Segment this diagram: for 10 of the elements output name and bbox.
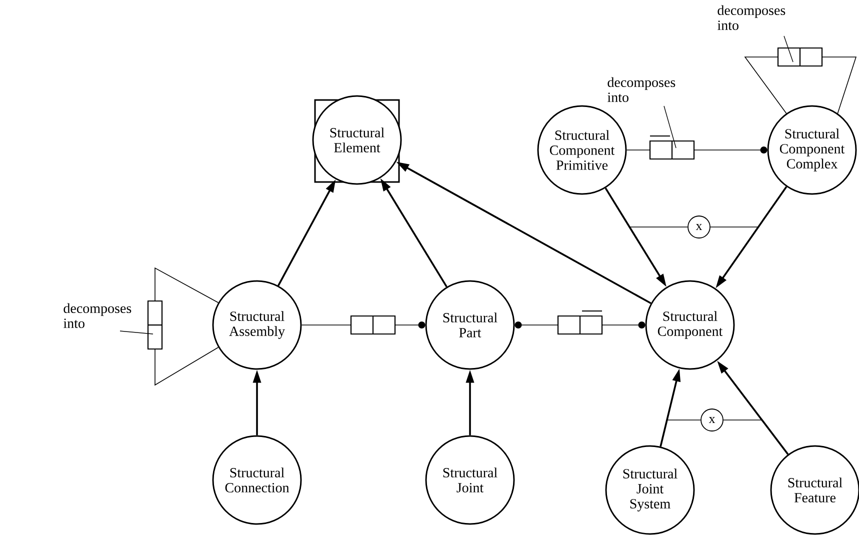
edge-label: decomposes into <box>608 77 676 102</box>
edge-label: decomposes into <box>64 303 132 328</box>
relationship-line <box>147 267 219 386</box>
relationship-line <box>301 315 426 335</box>
constraint-line <box>630 226 688 228</box>
edge-label: decomposes into <box>718 5 786 30</box>
relationship-line <box>626 135 768 160</box>
relationship-line <box>744 47 857 114</box>
constraint-line <box>710 226 758 228</box>
relationship-line <box>514 310 646 335</box>
